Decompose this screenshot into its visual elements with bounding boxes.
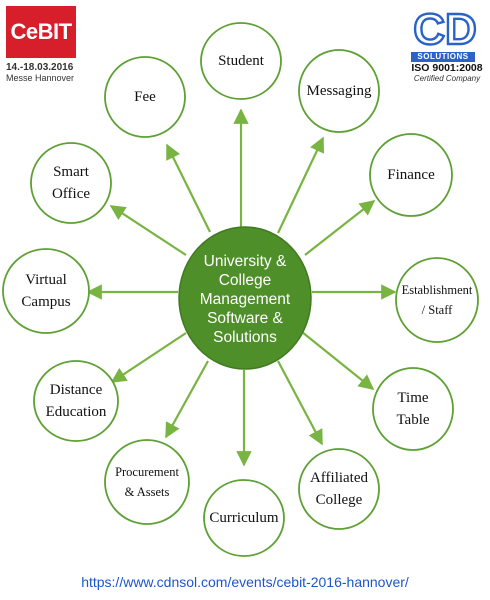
arrow-to-procurement-assets: [165, 360, 209, 439]
center-hub-label: University & College Management Software…: [199, 252, 291, 346]
node-fee: [104, 56, 186, 138]
arrow-to-affiliated-college: [277, 360, 323, 446]
arrow-to-finance: [304, 200, 376, 256]
node-establishment-staff: [395, 257, 479, 343]
node-procurement-assets: [104, 439, 190, 525]
node-distance-education: [33, 360, 119, 442]
node-smart-office: [30, 142, 112, 224]
cebit-dates: 14.-18.03.2016: [6, 62, 74, 73]
node-student: [200, 22, 282, 100]
certified-company-caption: Certified Company: [413, 74, 481, 83]
company-logo-mark: CD: [413, 5, 477, 54]
node-affiliated-college: [298, 448, 380, 530]
module-nodes: [2, 22, 479, 557]
connector-arrows: [86, 108, 397, 467]
company-logo-mark-icon: CD: [412, 4, 478, 55]
node-curriculum: [203, 479, 285, 557]
company-logo: CD SOLUTIONS ISO 9001:2008 Certified Com…: [402, 4, 488, 84]
arrow-to-smart-office: [109, 205, 187, 256]
cebit-logo: CeBIT 14.-18.03.2016 Messe Hannover: [6, 6, 76, 88]
iso-certification: ISO 9001:2008: [411, 62, 483, 74]
cebit-venue: Messe Hannover: [6, 73, 75, 83]
arrow-to-time-table: [301, 331, 375, 390]
node-time-table: [372, 367, 454, 451]
center-hub-ellipse: [178, 226, 312, 370]
arrow-to-distance-education: [110, 332, 187, 383]
cebit-logo-mark: CeBIT: [6, 6, 76, 58]
node-finance: [369, 133, 453, 217]
arrow-to-fee: [166, 143, 211, 233]
arrow-to-messaging: [277, 136, 325, 234]
node-virtual-campus: [2, 248, 90, 334]
source-url-link[interactable]: https://www.cdnsol.com/events/cebit-2016…: [81, 574, 409, 590]
node-messaging: [298, 49, 380, 133]
company-logo-banner: SOLUTIONS: [411, 52, 475, 62]
